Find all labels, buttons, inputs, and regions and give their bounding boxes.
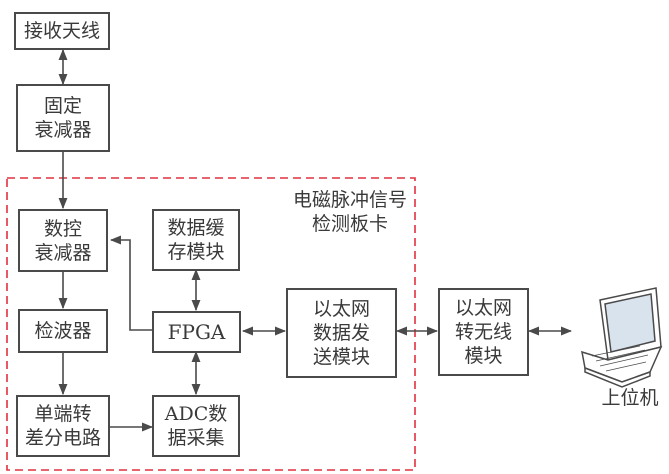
- host-computer-label: 上位机: [601, 387, 659, 409]
- node-fpga: FPGA: [152, 311, 241, 353]
- laptop-icon: [581, 287, 663, 388]
- board-region-border: [6, 177, 416, 471]
- node-receive-antenna: 接收天线: [14, 12, 110, 50]
- node-ethernet-to-wireless: 以太网 转无线 模块: [438, 288, 529, 376]
- node-fixed-attenuator: 固定 衰减器: [16, 84, 110, 152]
- node-digital-attenuator: 数控 衰减器: [18, 209, 108, 272]
- board-region-label: 电磁脉冲信号 检测板卡: [292, 189, 407, 235]
- node-ethernet-transmitter: 以太网 数据发 送模块: [286, 288, 397, 378]
- arrow-fpga-digital: [109, 235, 152, 331]
- node-data-cache: 数据缓 存模块: [152, 209, 240, 271]
- node-detector: 检波器: [18, 309, 108, 353]
- node-single-to-differential: 单端转 差分电路: [16, 395, 110, 457]
- node-adc-acquisition: ADC数 据采集: [152, 395, 240, 457]
